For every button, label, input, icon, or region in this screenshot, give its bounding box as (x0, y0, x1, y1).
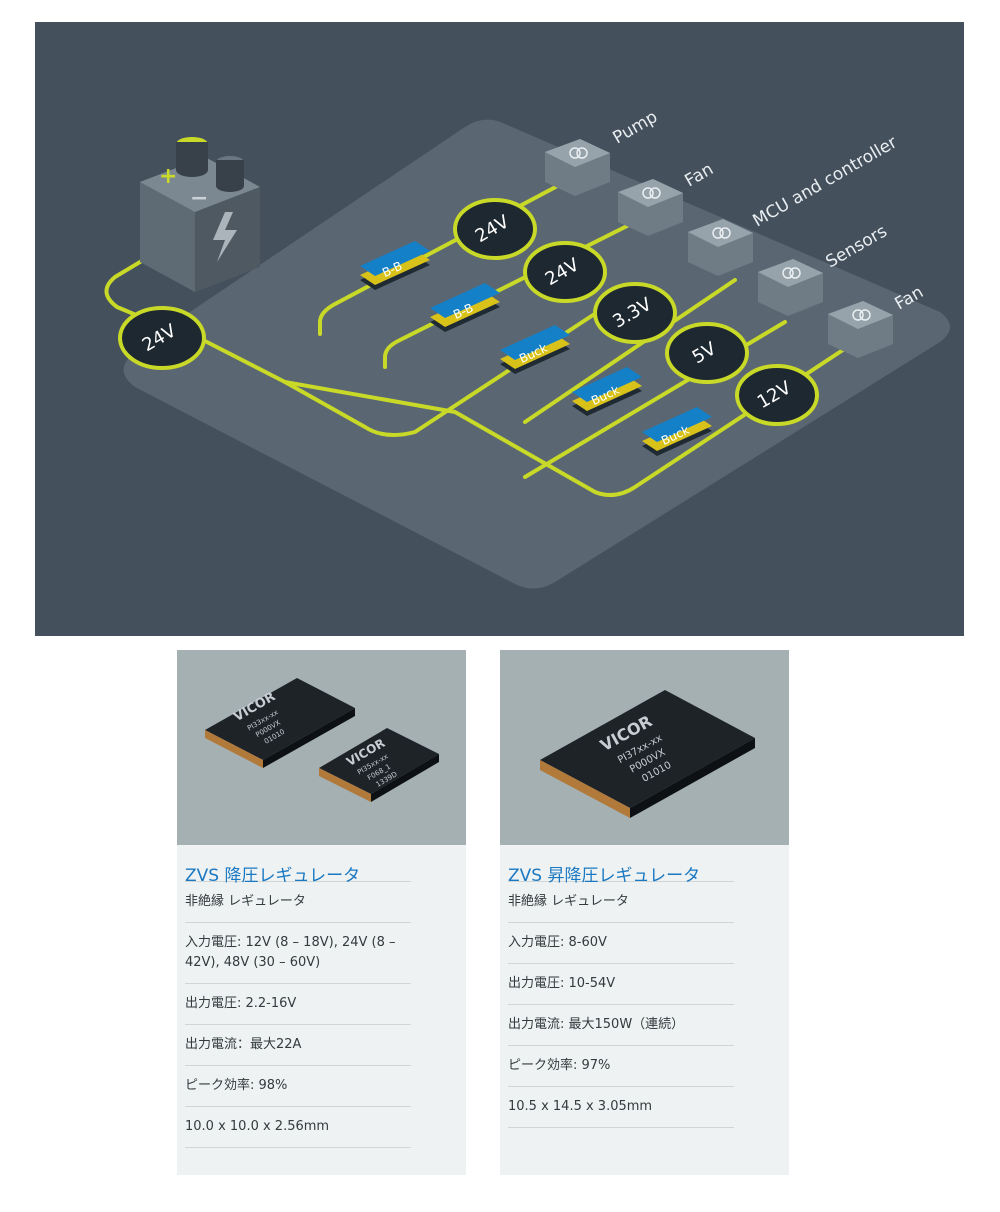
converter-4: Buck (572, 367, 642, 416)
diagram-canvas: + − Pump Fan MCU and controller (35, 22, 964, 636)
spec-item: 入力電圧: 12V (8 – 18V), 24V (8 – 42V), 48V … (185, 922, 411, 983)
spec-list: 非絶縁 レギュレータ 入力電圧: 12V (8 – 18V), 24V (8 –… (177, 881, 411, 1148)
wire-battery (104, 242, 172, 324)
battery-plus-label: + (159, 164, 177, 189)
wire-main-1 (201, 292, 627, 438)
product-card-buck-boost: VICOR PI37xx-xx P000VX 01010 ZVS 昇降圧レギュレ… (500, 650, 789, 1175)
chip-image-buck: VICOR PI33xx-xx P000VX 01010 VICOR PI35x… (177, 650, 466, 845)
power-distribution-diagram: + − Pump Fan MCU and controller (35, 22, 964, 636)
product-title: ZVS 昇降圧レギュレータ (508, 866, 701, 886)
converter-1: B-B (360, 241, 430, 290)
spec-item: 入力電圧: 8-60V (508, 922, 734, 963)
product-photo-buck: VICOR PI33xx-xx P000VX 01010 VICOR PI35x… (177, 650, 466, 845)
spec-item: 10.5 x 14.5 x 3.05mm (508, 1086, 734, 1128)
badge-rail-4: 5V (665, 322, 749, 384)
battery-icon: + − (140, 137, 260, 292)
converter-3: Buck (500, 325, 570, 374)
load-mcu (688, 219, 753, 276)
wire-branch-3 (523, 278, 737, 424)
spec-item: 非絶縁 レギュレータ (185, 881, 411, 922)
spec-item: ピーク効率: 98% (185, 1065, 411, 1106)
badge-rail-1: 24V (453, 198, 537, 260)
spec-item: 出力電流：最大22A (185, 1024, 411, 1065)
lightning-icon (213, 212, 237, 262)
converter-5: Buck (642, 407, 712, 456)
product-photo-buck-boost: VICOR PI37xx-xx P000VX 01010 (500, 650, 789, 845)
wire-main-2 (283, 340, 857, 498)
load-fan-2 (828, 301, 893, 358)
wire-branch-1 (318, 180, 567, 336)
badge-rail-2: 24V (523, 241, 607, 303)
badge-input: 24V (118, 306, 206, 370)
wire-branch-2 (383, 220, 637, 369)
product-title: ZVS 降圧レギュレータ (185, 866, 361, 886)
spec-list: 非絶縁 レギュレータ 入力電圧: 8-60V 出力電圧: 10-54V 出力電流… (500, 881, 734, 1128)
spec-item: 非絶縁 レギュレータ (508, 881, 734, 922)
battery-minus-label: − (190, 186, 208, 211)
product-card-buck: VICOR PI33xx-xx P000VX 01010 VICOR PI35x… (177, 650, 466, 1175)
spec-item: 10.0 x 10.0 x 2.56mm (185, 1106, 411, 1148)
badge-rail-3: 3.3V (593, 282, 677, 344)
spec-item: 出力電流: 最大150W（連続） (508, 1004, 734, 1045)
load-pump (545, 139, 610, 196)
converter-2: B-B (430, 283, 500, 332)
spec-item: 出力電圧: 2.2-16V (185, 983, 411, 1024)
spec-item: ピーク効率: 97% (508, 1045, 734, 1086)
spec-item: 出力電圧: 10-54V (508, 963, 734, 1004)
load-fan-1 (618, 179, 683, 236)
load-sensors (758, 259, 823, 316)
badge-rail-5: 12V (735, 364, 819, 426)
chip-image-buck-boost: VICOR PI37xx-xx P000VX 01010 (500, 650, 789, 845)
